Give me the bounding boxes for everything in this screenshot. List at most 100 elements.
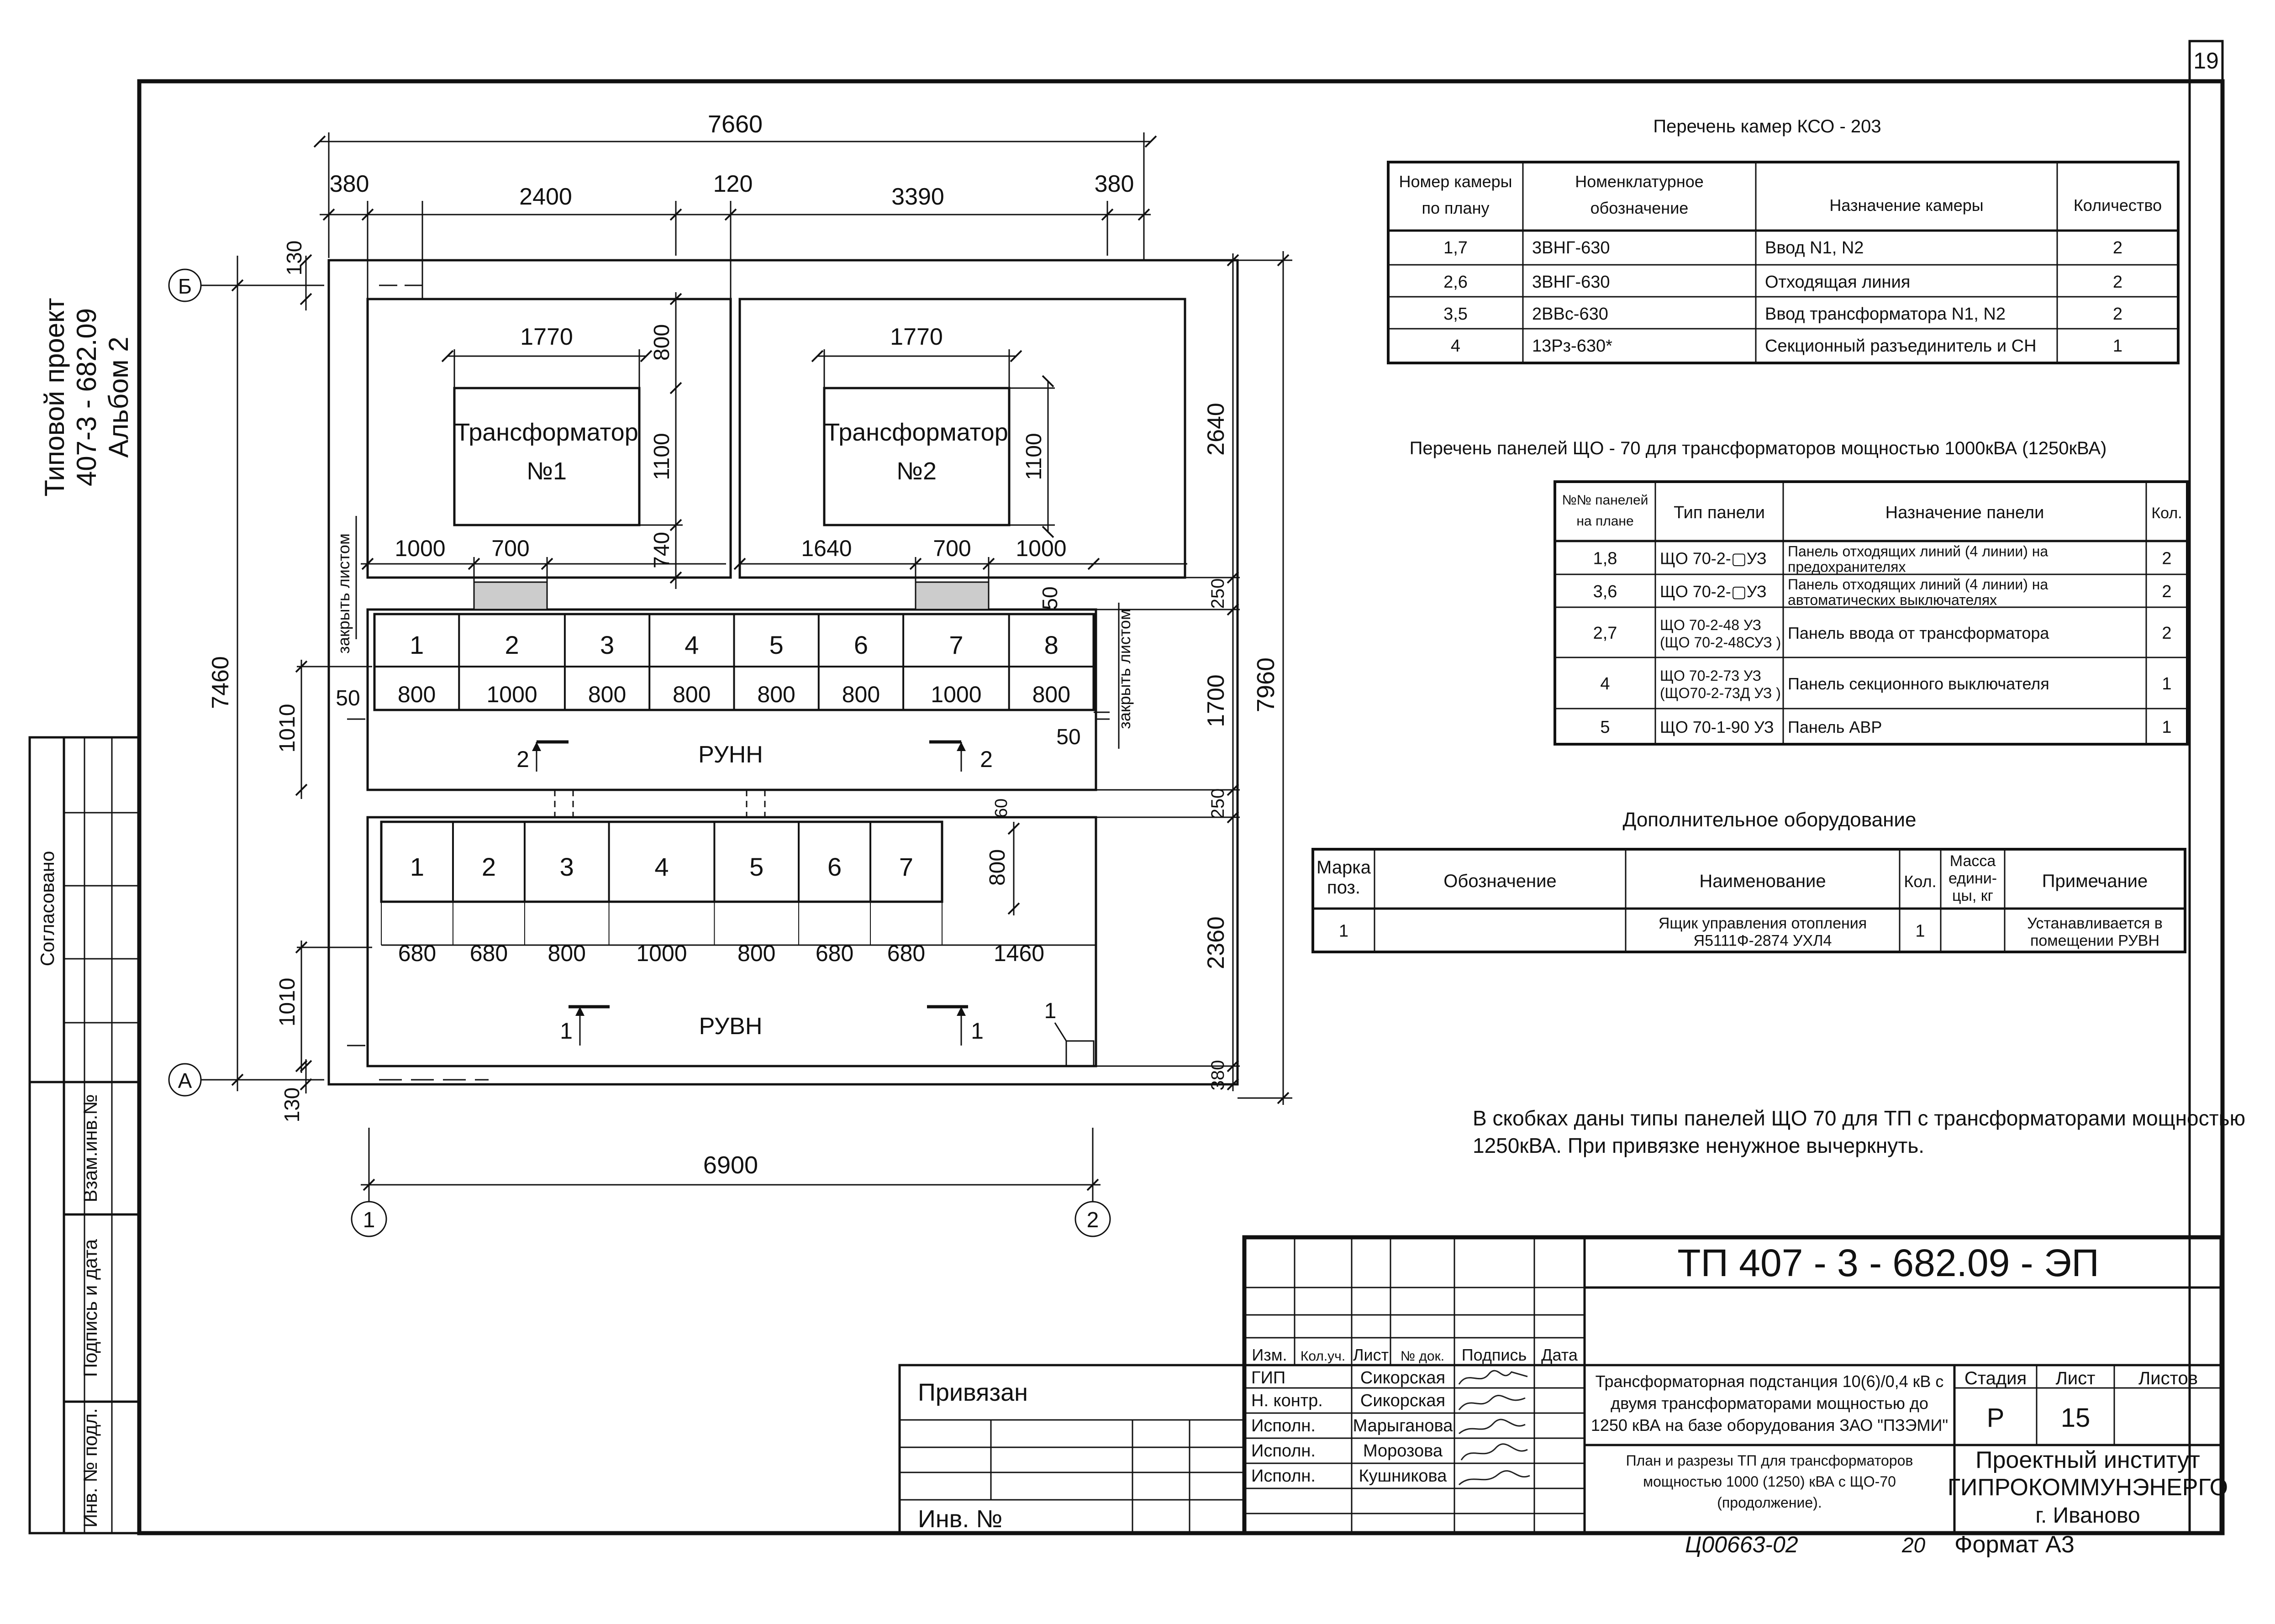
runn-width-1: 1000 (486, 682, 537, 707)
kso-row-0-purpose: Ввод N1, N2 (1765, 238, 1864, 258)
cable-duct-1 (473, 581, 548, 610)
dim-7960: 7960 (1252, 657, 1280, 712)
dim-1000-b: 1000 (1016, 536, 1066, 561)
extra-header-0-0: Марка (1317, 857, 1371, 878)
dim-6900: 6900 (703, 1151, 758, 1179)
extra-header-1-0: Обозначение (1443, 871, 1556, 891)
runn-width-3: 800 (673, 682, 711, 707)
kso-row-1-purpose: Отходящая линия (1765, 273, 1910, 292)
dim-60: 60 (992, 799, 1011, 818)
dim-1010-ruvn: 1010 (275, 978, 300, 1027)
ruvn-width-6: 680 (887, 941, 925, 966)
dim-120: 120 (713, 171, 753, 197)
kso-row-3-qty: 1 (2113, 336, 2122, 356)
runn-width-4: 800 (757, 682, 795, 707)
shch-title: Перечень панелей ЩО - 70 для трансформат… (1410, 438, 2107, 458)
axis-1: 1 (351, 1128, 387, 1237)
extra-table: Дополнительное оборудование Маркапоз.Обо… (1311, 809, 2186, 953)
object-line-2: 1250 кВА на базе оборудования ЗАО "ПЗЭМИ… (1591, 1416, 1948, 1435)
dim-2400: 2400 (519, 184, 572, 210)
dim-7660: 7660 (708, 110, 763, 138)
runn-cell-8: 8 (1044, 631, 1059, 659)
svg-text:2: 2 (980, 746, 993, 772)
runn-cell-5: 5 (769, 631, 784, 659)
shch-row-4-num: 5 (1600, 718, 1610, 737)
kso-row-0-num: 1,7 (1443, 238, 1468, 258)
dim-2640: 2640 (1203, 403, 1229, 456)
org-line1: Проектный институт (1975, 1447, 2200, 1473)
dim-700-a: 700 (491, 536, 529, 561)
kso-row-2-purpose: Ввод трансформатора N1, N2 (1765, 305, 2006, 324)
shch-row-2-type-0: ЩО 70-2-48 УЗ (1660, 617, 1761, 633)
runn-cell-2: 2 (505, 631, 519, 659)
runn-width-0: 800 (398, 682, 436, 707)
runn-width-6: 1000 (931, 682, 981, 707)
kso-row-3-purpose: Секционный разъединитель и СН (1765, 336, 2037, 356)
shch-row-4-qty: 1 (2162, 718, 2171, 737)
runn-cell-7: 7 (949, 631, 963, 659)
shch-header-0-0: №№ панелей (1562, 493, 1648, 508)
runn-width-2: 800 (588, 682, 626, 707)
transformer-room-2 (738, 298, 1186, 579)
shch-row-0-purpose-0: Панель отходящих линий (4 линии) на (1788, 543, 2048, 560)
axis-b: Б (168, 268, 425, 302)
ruvn-width-4: 800 (737, 941, 775, 966)
extra-header-5-0: Примечание (2042, 871, 2148, 891)
dim-50-left: 50 (336, 686, 360, 710)
shch-row-1-purpose-1: автоматических выключателях (1788, 592, 1997, 608)
shch-header-3: Кол. (2151, 505, 2182, 522)
svg-text:1: 1 (560, 1018, 573, 1044)
dim-380-left: 380 (330, 171, 369, 197)
dim-1100-tr1: 1100 (650, 433, 674, 480)
kso-row-0-code: 3ВНГ-630 (1532, 238, 1610, 258)
extra-header-4-2: цы, кг (1952, 887, 1993, 904)
kso-row-2-num: 3,5 (1443, 305, 1468, 324)
extra-row-0-note-0: Устанавливается в (2027, 915, 2163, 932)
runn-width-7: 800 (1032, 682, 1070, 707)
transformer-1-number: №1 (527, 457, 567, 485)
dim-380-right: 380 (1095, 171, 1134, 197)
transformer-2-number: №2 (896, 457, 937, 485)
svg-text:А: А (178, 1069, 192, 1093)
side-title-line1: Типовой проект (39, 298, 70, 496)
shch-row-0-num: 1,8 (1593, 549, 1617, 568)
ruvn-width-1: 680 (470, 941, 508, 966)
shch-row-1-qty: 2 (2162, 582, 2171, 601)
kso-header-3-0: Количество (2074, 196, 2162, 215)
extra-header-0-1: поз. (1327, 878, 1360, 898)
shch-row-0-purpose-1: предохранителях (1788, 559, 1906, 575)
org-line2: ГИПРОКОММУНЭНЕРГО (1948, 1474, 2228, 1501)
extra-header-4-1: едини- (1948, 870, 1997, 887)
svg-text:1: 1 (363, 1208, 375, 1232)
side-stamp: Согласовано Взам.инв.№ Подпись и дата Ин… (28, 736, 141, 1535)
person-4-role: Исполн. (1251, 1466, 1316, 1486)
stamp-agreed: Согласовано (37, 851, 58, 967)
shch-row-0-qty: 2 (2162, 549, 2171, 568)
dim-250-b: 250 (1208, 788, 1228, 819)
ruvn-label: РУВН (699, 1013, 763, 1040)
side-title-line3: Альбом 2 (103, 336, 134, 457)
stage-value: Р (1987, 1403, 2005, 1433)
runn-cell-1: 1 (410, 631, 424, 659)
sheet-number: 19 (2193, 48, 2219, 74)
shch-row-3-num: 4 (1600, 674, 1610, 694)
ruvn-width-3: 1000 (636, 941, 687, 966)
dim-50-top: 50 (1038, 586, 1062, 610)
transformer-2-label: Трансформатор (825, 419, 1008, 446)
inv-no-label: Инв. № (918, 1505, 1002, 1533)
kso-row-1-code: 3ВНГ-630 (1532, 273, 1610, 292)
section-mark-2-right: 2 (929, 740, 993, 772)
ruvn-cell-6: 6 (827, 852, 842, 881)
cable-duct-2 (915, 581, 990, 610)
close-sheet-right: закрыть листом (1115, 609, 1134, 729)
extra-header-2-0: Наименование (1699, 871, 1826, 891)
side-title-line2: 407-3 - 682.09 (71, 308, 102, 486)
dimension-lines: 7660 380 2400 120 3390 380 130 (207, 110, 1292, 1185)
hdr-doc: № док. (1401, 1349, 1444, 1364)
dim-1100-tr2: 1100 (1022, 433, 1046, 480)
building-outline (327, 259, 1239, 1086)
shch-header-2: Назначение панели (1885, 503, 2044, 522)
kso-header-0-0: Номер камеры (1399, 172, 1512, 191)
svg-text:1: 1 (1044, 999, 1057, 1023)
